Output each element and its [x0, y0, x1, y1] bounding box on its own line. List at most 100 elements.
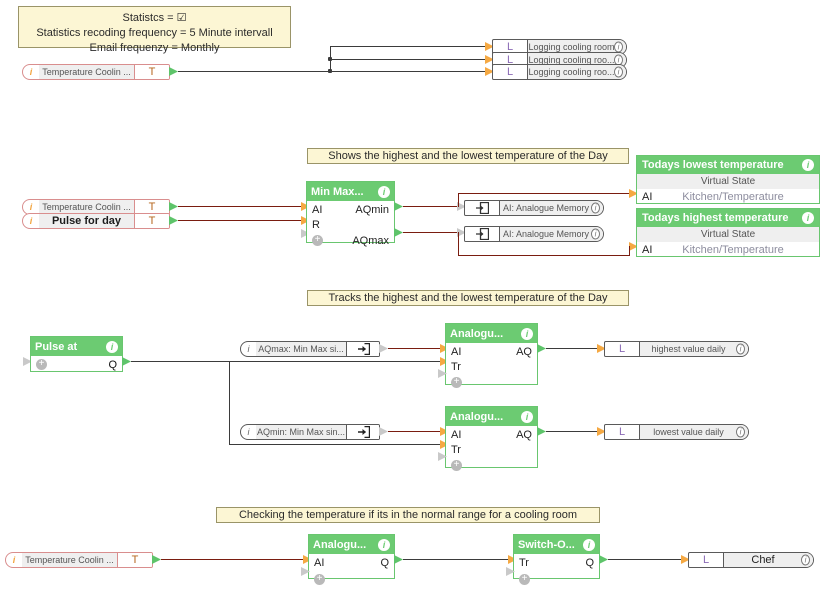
info-icon[interactable]: i: [614, 41, 623, 53]
info-icon[interactable]: i: [12, 555, 16, 565]
block-analogue-check[interactable]: Analogu... i AI Q +: [308, 534, 395, 585]
input-pin-analogue-high-add[interactable]: [438, 369, 447, 378]
block-min-max[interactable]: Min Max... i AI AQmin R + AQmax: [306, 181, 395, 247]
input-pin-analogue-low-add[interactable]: [438, 452, 447, 461]
input-temperature-cooling-minmax[interactable]: i Temperature Coolin ... T: [22, 199, 170, 215]
virtual-state-highest-temperature[interactable]: Todays highest temperature i Virtual Sta…: [636, 208, 820, 257]
add-port-icon[interactable]: +: [451, 460, 462, 471]
output-highest-value-daily[interactable]: L highest value daily i: [604, 341, 749, 357]
memory-name-text: AI: Analogue Memory: [502, 203, 590, 213]
info-icon[interactable]: i: [802, 159, 814, 171]
input-name: Temperature Coolin ...: [39, 200, 134, 214]
output-pin-switch-off-q[interactable]: [599, 555, 608, 564]
output-pin-reference-aqmax[interactable]: [379, 344, 388, 353]
add-port-icon[interactable]: +: [36, 359, 47, 370]
output-pin-pulse-for-day[interactable]: [169, 216, 178, 225]
input-temperature-cooling-bottom[interactable]: i Temperature Coolin ... T: [5, 552, 153, 568]
info-icon[interactable]: i: [521, 327, 533, 340]
wire-aqmin-to-memory: [403, 206, 458, 207]
input-pin-analogue-low-tr[interactable]: [440, 440, 449, 449]
output-pin-reference-aqmin[interactable]: [379, 427, 388, 436]
block-switch-off[interactable]: Switch-O... i Tr Q +: [513, 534, 600, 585]
logger-2[interactable]: L Logging cooling roo... i: [492, 52, 627, 68]
reference-aqmax[interactable]: i AQmax: Min Max si...: [240, 341, 380, 357]
logger-3[interactable]: L Logging cooling roo... i: [492, 64, 627, 80]
input-pin-memory-2[interactable]: [457, 228, 466, 237]
input-pin-analogue-check-ai[interactable]: [303, 555, 312, 564]
input-temperature-cooling-top[interactable]: i Temperature Coolin ... T: [22, 64, 170, 80]
input-pin-chef[interactable]: [681, 555, 690, 564]
info-icon[interactable]: i: [736, 426, 745, 438]
input-pin-highest-value[interactable]: [597, 344, 606, 353]
input-pin-analogue-high-ai[interactable]: [440, 344, 449, 353]
info-icon[interactable]: i: [29, 216, 33, 226]
add-port-icon[interactable]: +: [519, 574, 530, 585]
info-icon[interactable]: i: [802, 212, 814, 224]
info-icon[interactable]: i: [591, 228, 600, 240]
analogue-memory-1[interactable]: AI: Analogue Memory i: [464, 200, 604, 216]
input-pin-lowest-value[interactable]: [597, 427, 606, 436]
info-icon[interactable]: i: [801, 554, 810, 566]
info-icon[interactable]: i: [106, 340, 118, 353]
input-pin-logger-2[interactable]: [485, 55, 494, 64]
output-pin-temperature-top[interactable]: [169, 67, 178, 76]
block-title: Analogu...: [313, 538, 367, 551]
input-pulse-for-day[interactable]: i Pulse for day T: [22, 213, 170, 229]
reference-aqmin[interactable]: i AQmin: Min Max sin...: [240, 424, 380, 440]
input-pin-switch-off-tr[interactable]: [508, 555, 517, 564]
output-pin-analogue-check-q[interactable]: [394, 555, 403, 564]
input-pin-logger-1[interactable]: [485, 42, 494, 51]
input-pin-analogue-check-add[interactable]: [301, 567, 310, 576]
info-icon[interactable]: i: [29, 67, 33, 77]
output-pin-pulse-at-q[interactable]: [122, 357, 131, 366]
input-pin-minmax-add[interactable]: [301, 229, 310, 238]
output-pin-aqmax[interactable]: [394, 228, 403, 237]
block-analogue-low[interactable]: Analogu... i AI AQ Tr +: [445, 406, 538, 471]
virtual-state-title: Todays lowest temperature: [642, 159, 784, 171]
add-port-icon[interactable]: +: [451, 377, 462, 388]
virtual-state-lowest-temperature[interactable]: Todays lowest temperature i Virtual Stat…: [636, 155, 820, 204]
block-analogue-high[interactable]: Analogu... i AI AQ Tr +: [445, 323, 538, 388]
info-icon[interactable]: i: [583, 538, 595, 551]
input-type: T: [117, 553, 152, 567]
output-name-text: highest value daily: [651, 344, 726, 354]
info-icon[interactable]: i: [247, 344, 250, 354]
input-pin-virtual-highest[interactable]: [629, 242, 638, 251]
info-icon[interactable]: i: [378, 185, 390, 198]
output-pin-temperature-minmax[interactable]: [169, 202, 178, 211]
logger-1[interactable]: L Logging cooling room i: [492, 39, 627, 55]
input-pin-analogue-high-tr[interactable]: [440, 357, 449, 366]
input-pin-virtual-lowest[interactable]: [629, 189, 638, 198]
output-pin-temperature-bottom[interactable]: [152, 555, 161, 564]
info-icon[interactable]: i: [591, 202, 600, 214]
block-body: AI AQmin R + AQmax: [307, 201, 394, 249]
analogue-memory-2[interactable]: AI: Analogue Memory i: [464, 226, 604, 242]
input-pin-minmax-r[interactable]: [301, 216, 310, 225]
info-icon[interactable]: i: [29, 202, 33, 212]
info-icon[interactable]: i: [247, 427, 250, 437]
input-pin-logger-3[interactable]: [485, 67, 494, 76]
output-name-text: lowest value daily: [653, 427, 724, 437]
output-chef[interactable]: L Chef i: [688, 552, 814, 568]
info-icon[interactable]: i: [614, 66, 623, 78]
input-pin-switch-off-add[interactable]: [506, 567, 515, 576]
info-icon[interactable]: i: [378, 538, 390, 551]
block-title: Switch-O...: [518, 538, 575, 551]
input-pin-analogue-low-ai[interactable]: [440, 427, 449, 436]
info-icon[interactable]: i: [521, 410, 533, 423]
wire-pulse-at-main: [131, 361, 441, 362]
output-type: L: [618, 343, 626, 355]
add-port-icon[interactable]: +: [314, 574, 325, 585]
output-lowest-value-daily[interactable]: L lowest value daily i: [604, 424, 749, 440]
output-pin-analogue-low-aq[interactable]: [537, 427, 546, 436]
block-pulse-at[interactable]: Pulse at i + Q: [30, 336, 123, 372]
memory-name: AI: Analogue Memory i: [499, 201, 603, 215]
output-pin-aqmin[interactable]: [394, 202, 403, 211]
input-pin-pulse-at-add[interactable]: [23, 357, 32, 366]
output-pin-analogue-high-aq[interactable]: [537, 344, 546, 353]
info-icon[interactable]: i: [736, 343, 745, 355]
add-port-icon[interactable]: +: [312, 235, 323, 246]
input-pin-minmax-ai[interactable]: [301, 202, 310, 211]
input-pin-memory-1[interactable]: [457, 202, 466, 211]
